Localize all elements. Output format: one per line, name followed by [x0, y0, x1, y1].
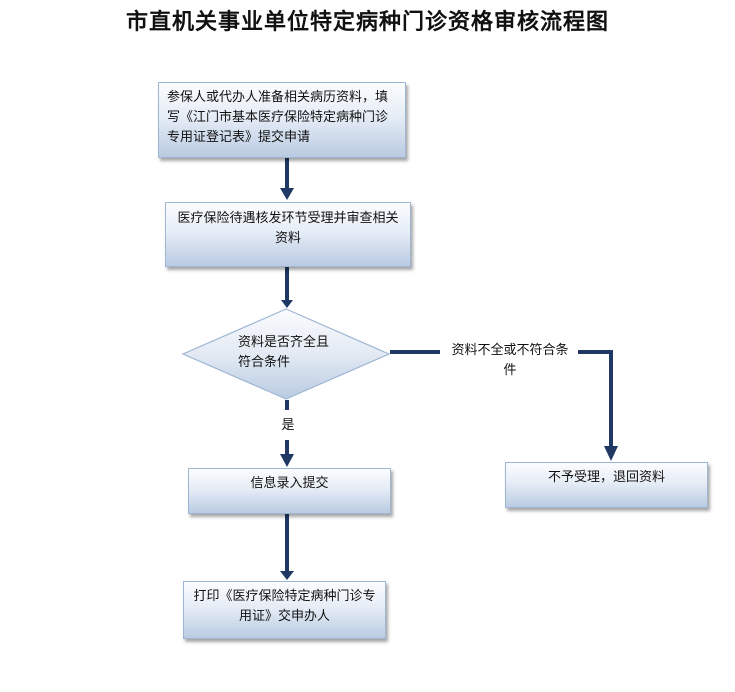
reject-step-box: 不予受理，退回资料	[505, 462, 708, 508]
arrowhead-final	[280, 571, 294, 580]
no-label: 资料不全或不符合条件	[451, 343, 569, 378]
yes-label: 是	[278, 416, 298, 436]
step1-prepare-documents-box: 参保人或代办人准备相关病历资料，填写《江门市基本医疗保险特定病种门诊专用证登记表…	[158, 82, 406, 158]
arrowhead-step2	[280, 188, 294, 200]
decision-diamond	[181, 308, 391, 400]
decision-text: 资料是否齐全且符合条件	[238, 335, 330, 370]
step1-text: 参保人或代办人准备相关病历资料，填写《江门市基本医疗保险特定病种门诊专用证登记表…	[167, 90, 389, 145]
arrow-no-segment-2	[578, 350, 613, 448]
final-step-text: 打印《医疗保险特定病种门诊专用证》交申办人	[193, 589, 376, 624]
final-step-print-box: 打印《医疗保险特定病种门诊专用证》交申办人	[183, 581, 386, 639]
page-title: 市直机关事业单位特定病种门诊资格审核流程图	[125, 9, 609, 35]
step2-text: 医疗保险待遇核发环节受理并审查相关资料	[177, 211, 399, 246]
reject-step-text: 不予受理，退回资料	[547, 470, 665, 485]
arrowhead-reject	[604, 446, 618, 461]
yes-step-text: 信息录入提交	[250, 476, 329, 491]
yes-step-entry-box: 信息录入提交	[188, 468, 391, 514]
arrowhead-yes-step	[280, 454, 294, 467]
arrowhead-decision	[281, 300, 293, 308]
step2-review-box: 医疗保险待遇核发环节受理并审查相关资料	[165, 202, 411, 267]
